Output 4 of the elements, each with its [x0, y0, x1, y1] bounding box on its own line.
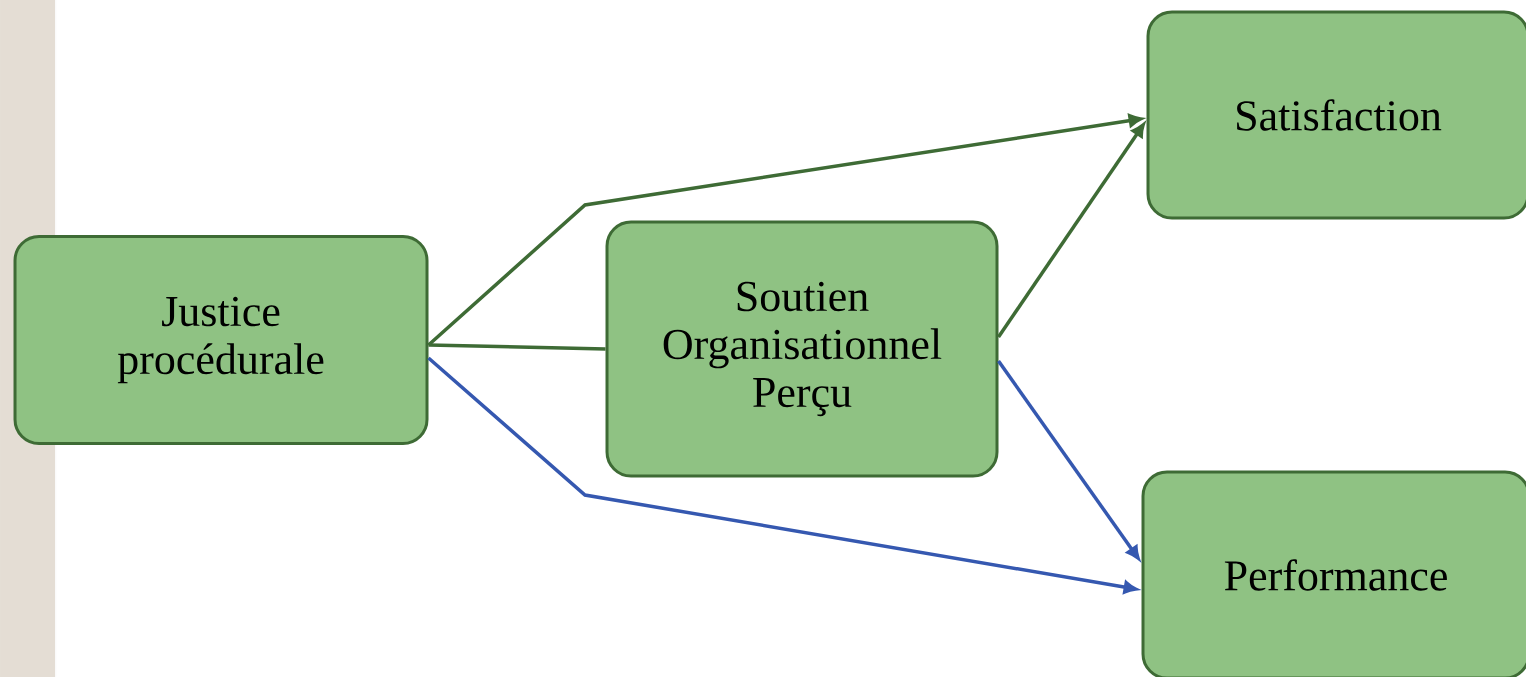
process-box: Performance	[1141, 470, 1526, 677]
process-box: Satisfaction	[1146, 10, 1526, 220]
arrow	[997, 123, 1145, 338]
process-box: Justice procédurale	[13, 235, 429, 445]
